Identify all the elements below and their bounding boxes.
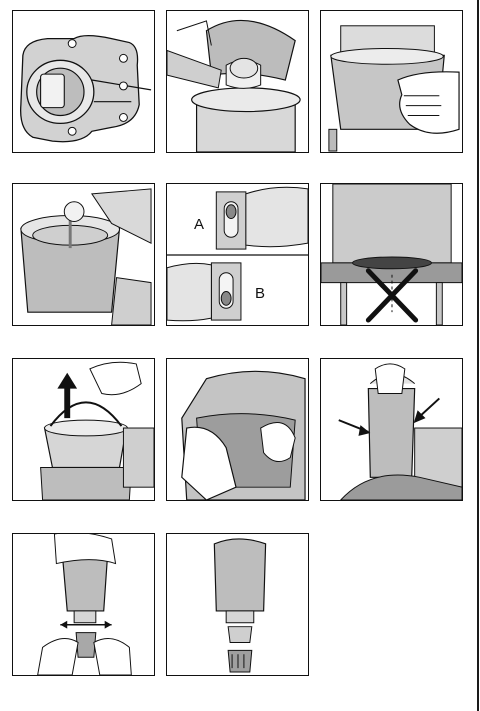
release-tabs-drawing	[321, 359, 462, 500]
switch-positions-drawing	[167, 184, 308, 325]
illustration-panel-1	[12, 10, 155, 153]
illustration-panel-10	[12, 533, 155, 676]
clean-filter-drawing	[167, 359, 308, 500]
lift-basket-drawing	[13, 359, 154, 500]
illustration-panel-3	[320, 10, 463, 153]
illustration-panel-2	[166, 10, 309, 153]
switch-label-b: B	[255, 286, 265, 301]
illustration-panel-7	[12, 358, 155, 501]
juicer-lid-drawing	[167, 11, 308, 152]
pouring-water-drawing	[13, 184, 154, 325]
illustration-panel-11	[166, 533, 309, 676]
illustration-panel-8	[166, 358, 309, 501]
illustration-panel-9	[320, 358, 463, 501]
exploded-parts-drawing	[167, 534, 308, 675]
illustration-panel-5: A B	[166, 183, 309, 326]
detach-part-drawing	[13, 534, 154, 675]
base-plate-drawing	[13, 11, 154, 152]
page-edge-rule	[477, 0, 479, 711]
illustration-panel-4	[12, 183, 155, 326]
hand-on-container-drawing	[321, 11, 462, 152]
switch-label-a: A	[194, 217, 204, 232]
no-drip-warning-drawing	[321, 184, 462, 325]
illustration-panel-6	[320, 183, 463, 326]
